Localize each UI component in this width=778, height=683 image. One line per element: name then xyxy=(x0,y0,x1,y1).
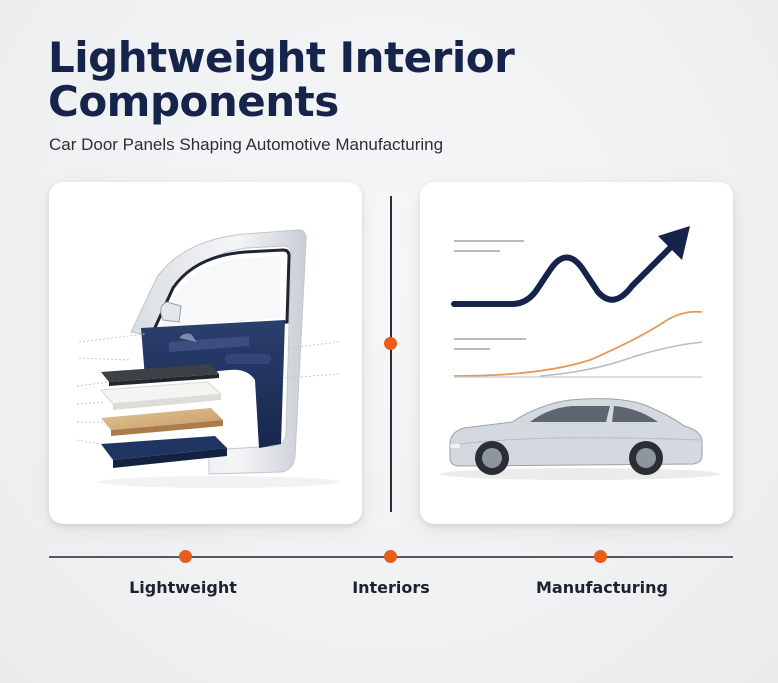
sedan-icon xyxy=(440,398,720,480)
car-door-layers-icon xyxy=(76,229,340,488)
manufacturing-growth-card xyxy=(420,182,733,524)
page-title: Lightweight Interior Components xyxy=(48,33,515,126)
timeline-label-lightweight: Lightweight xyxy=(129,578,237,597)
timeline-label-manufacturing: Manufacturing xyxy=(536,578,668,597)
timeline-dot-interiors xyxy=(384,550,397,563)
timeline-dot-manufacturing xyxy=(594,550,607,563)
door-panel-card xyxy=(49,182,362,524)
timeline-dot-lightweight xyxy=(179,550,192,563)
vertical-divider xyxy=(390,196,392,512)
divider-dot xyxy=(384,337,397,350)
page-subtitle: Car Door Panels Shaping Automotive Manuf… xyxy=(49,135,444,154)
timeline-label-interiors: Interiors xyxy=(352,578,430,597)
growth-chart-car-icon xyxy=(440,226,720,480)
